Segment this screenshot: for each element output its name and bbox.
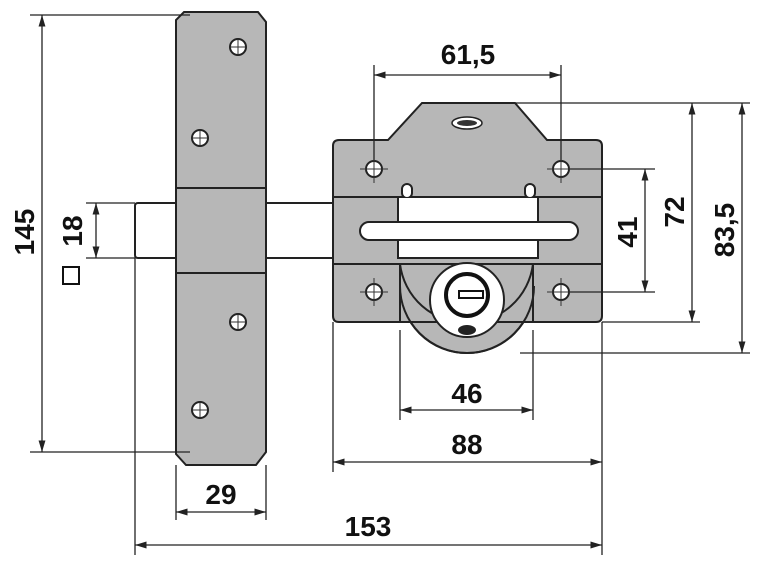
cylinder-icon: [429, 262, 505, 338]
dim-overall-length: 153: [345, 511, 392, 542]
screw-hole-icon: [547, 278, 575, 306]
brand-logo: [451, 116, 483, 130]
dim-cylinder-width: 46: [451, 378, 482, 409]
hinge-plate: [175, 11, 267, 466]
screw-hole-icon: [229, 38, 247, 56]
extension-lines: [30, 14, 750, 555]
dim-plate-height: 72: [659, 196, 690, 227]
screw-hole-icon: [191, 129, 209, 147]
screw-hole-icon: [360, 278, 388, 306]
screw-hole-icon: [229, 313, 247, 331]
bolt: [134, 202, 335, 259]
dim-bolt-square: 18: [57, 215, 88, 246]
screw-hole-icon: [191, 401, 209, 419]
dim-lock-width: 88: [451, 429, 482, 460]
dim-hole-spacing-top: 61,5: [441, 39, 496, 70]
square-symbol-icon: [62, 266, 80, 285]
dim-hinge-width: 29: [205, 479, 236, 510]
dim-total-lock-height: 83,5: [709, 203, 740, 258]
dim-overall-height: 145: [9, 209, 40, 256]
lock-body: [332, 102, 603, 354]
dim-hole-spacing-vertical: 41: [612, 216, 643, 247]
dimension-lines: [38, 15, 746, 549]
